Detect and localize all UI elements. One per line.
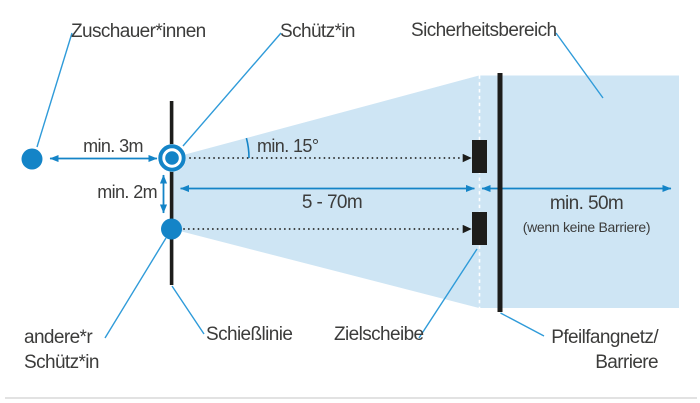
leader-safety-area — [555, 32, 604, 99]
leader-target — [418, 248, 478, 339]
min-angle-label: min. 15° — [257, 136, 319, 156]
leader-lines — [36, 32, 604, 339]
leader-archer — [182, 32, 282, 147]
shooting-line-shape — [169, 101, 174, 285]
shooting-line-label: Schießlinie — [206, 324, 293, 345]
barrier-label-line2: Barriere — [595, 352, 658, 373]
barrier-label-line1: Pfeilfangnetz/ — [551, 327, 658, 348]
leader-spectators — [36, 32, 73, 148]
leader-shooting-line — [171, 285, 205, 335]
behind-target-label: min. 50m — [549, 193, 624, 214]
other-archer-dot — [161, 218, 182, 240]
shooting-distance-label: 5 - 70m — [301, 192, 363, 213]
other-archer-label: andere*r Schütz*in — [24, 325, 99, 375]
angle-arc — [245, 137, 250, 159]
archer-marker — [158, 144, 186, 172]
archer-marker-core — [165, 151, 179, 165]
other-archer-label-line2: Schütz*in — [24, 352, 99, 373]
safety-area-shape — [172, 75, 679, 308]
barrier-label: Pfeilfangnetz/ Barriere — [518, 325, 658, 375]
behind-target-note-label: (wenn keine Barriere) — [522, 219, 651, 235]
leader-other-archer — [104, 237, 167, 339]
min-3m-label: min. 3m — [83, 136, 143, 156]
spectator-dot — [21, 148, 43, 170]
barrier-line — [497, 73, 503, 312]
upper-target-rect — [472, 140, 487, 173]
archer-label: Schütz*in — [280, 21, 355, 42]
target-label: Zielscheibe — [334, 324, 424, 345]
lower-target-rect — [472, 212, 487, 245]
min-2m-label: min. 2m — [97, 182, 157, 202]
leader-barrier — [500, 312, 545, 337]
spectators-label: Zuschauer*innen — [71, 21, 206, 42]
other-archer-label-line1: andere*r — [24, 327, 93, 348]
safety-area-label: Sicherheitsbereich — [411, 20, 557, 41]
